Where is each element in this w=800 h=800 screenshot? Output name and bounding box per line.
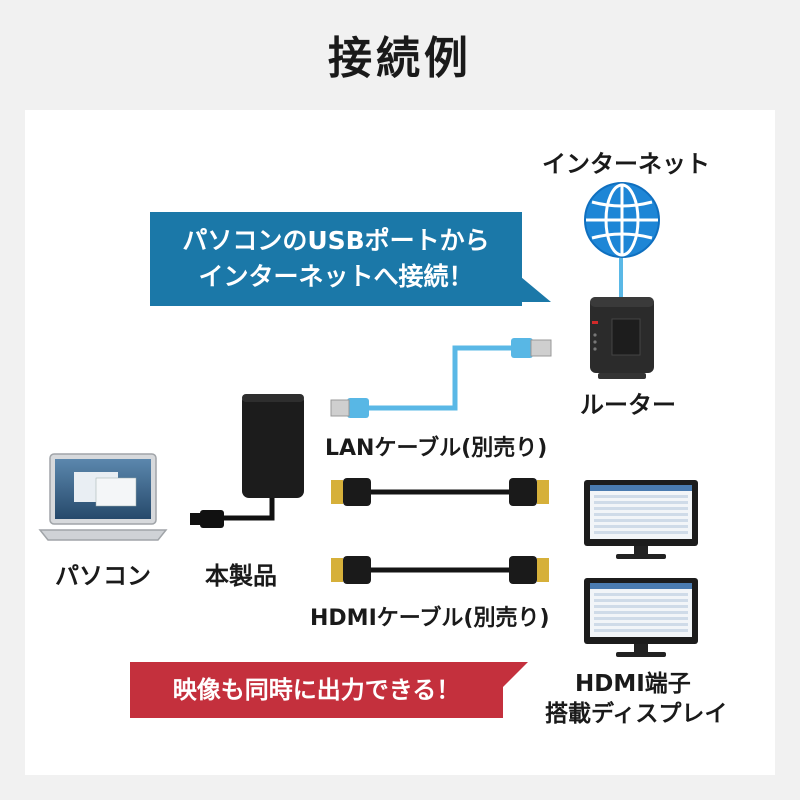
router-label: ルーター xyxy=(580,391,676,419)
pc-label: パソコン xyxy=(55,562,151,590)
page-title: 接続例 xyxy=(328,33,472,84)
hdmi-cable-2 xyxy=(331,556,549,584)
callout-line-1: パソコンのUSBポートから xyxy=(182,226,490,255)
lan-cable xyxy=(330,338,552,418)
router-icon xyxy=(590,297,654,379)
callout-tail-red xyxy=(500,662,528,690)
usb-internet-callout: パソコンのUSBポートから インターネットへ接続！ xyxy=(150,212,522,306)
lan-cable-label: LANケーブル(別売り) xyxy=(325,436,548,461)
hdmi-cable-label: HDMIケーブル(別売り) xyxy=(310,606,550,631)
internet-link-line xyxy=(619,258,623,298)
globe-icon xyxy=(584,182,660,258)
hdmi-cable-1 xyxy=(331,478,549,506)
product-hub xyxy=(190,394,304,528)
product-label: 本製品 xyxy=(205,562,277,590)
display-label-line-1: HDMI端子 xyxy=(575,671,691,697)
laptop-icon xyxy=(38,453,168,541)
video-output-callout: 映像も同時に出力できる！ xyxy=(130,662,503,718)
callout-tail xyxy=(515,272,551,302)
callout-line-2: インターネットへ接続！ xyxy=(198,262,474,291)
internet-label: インターネット xyxy=(542,150,710,178)
monitor-icon-2 xyxy=(584,578,698,657)
display-label-line-2: 搭載ディスプレイ xyxy=(545,701,728,727)
monitor-icon-1 xyxy=(584,480,698,559)
